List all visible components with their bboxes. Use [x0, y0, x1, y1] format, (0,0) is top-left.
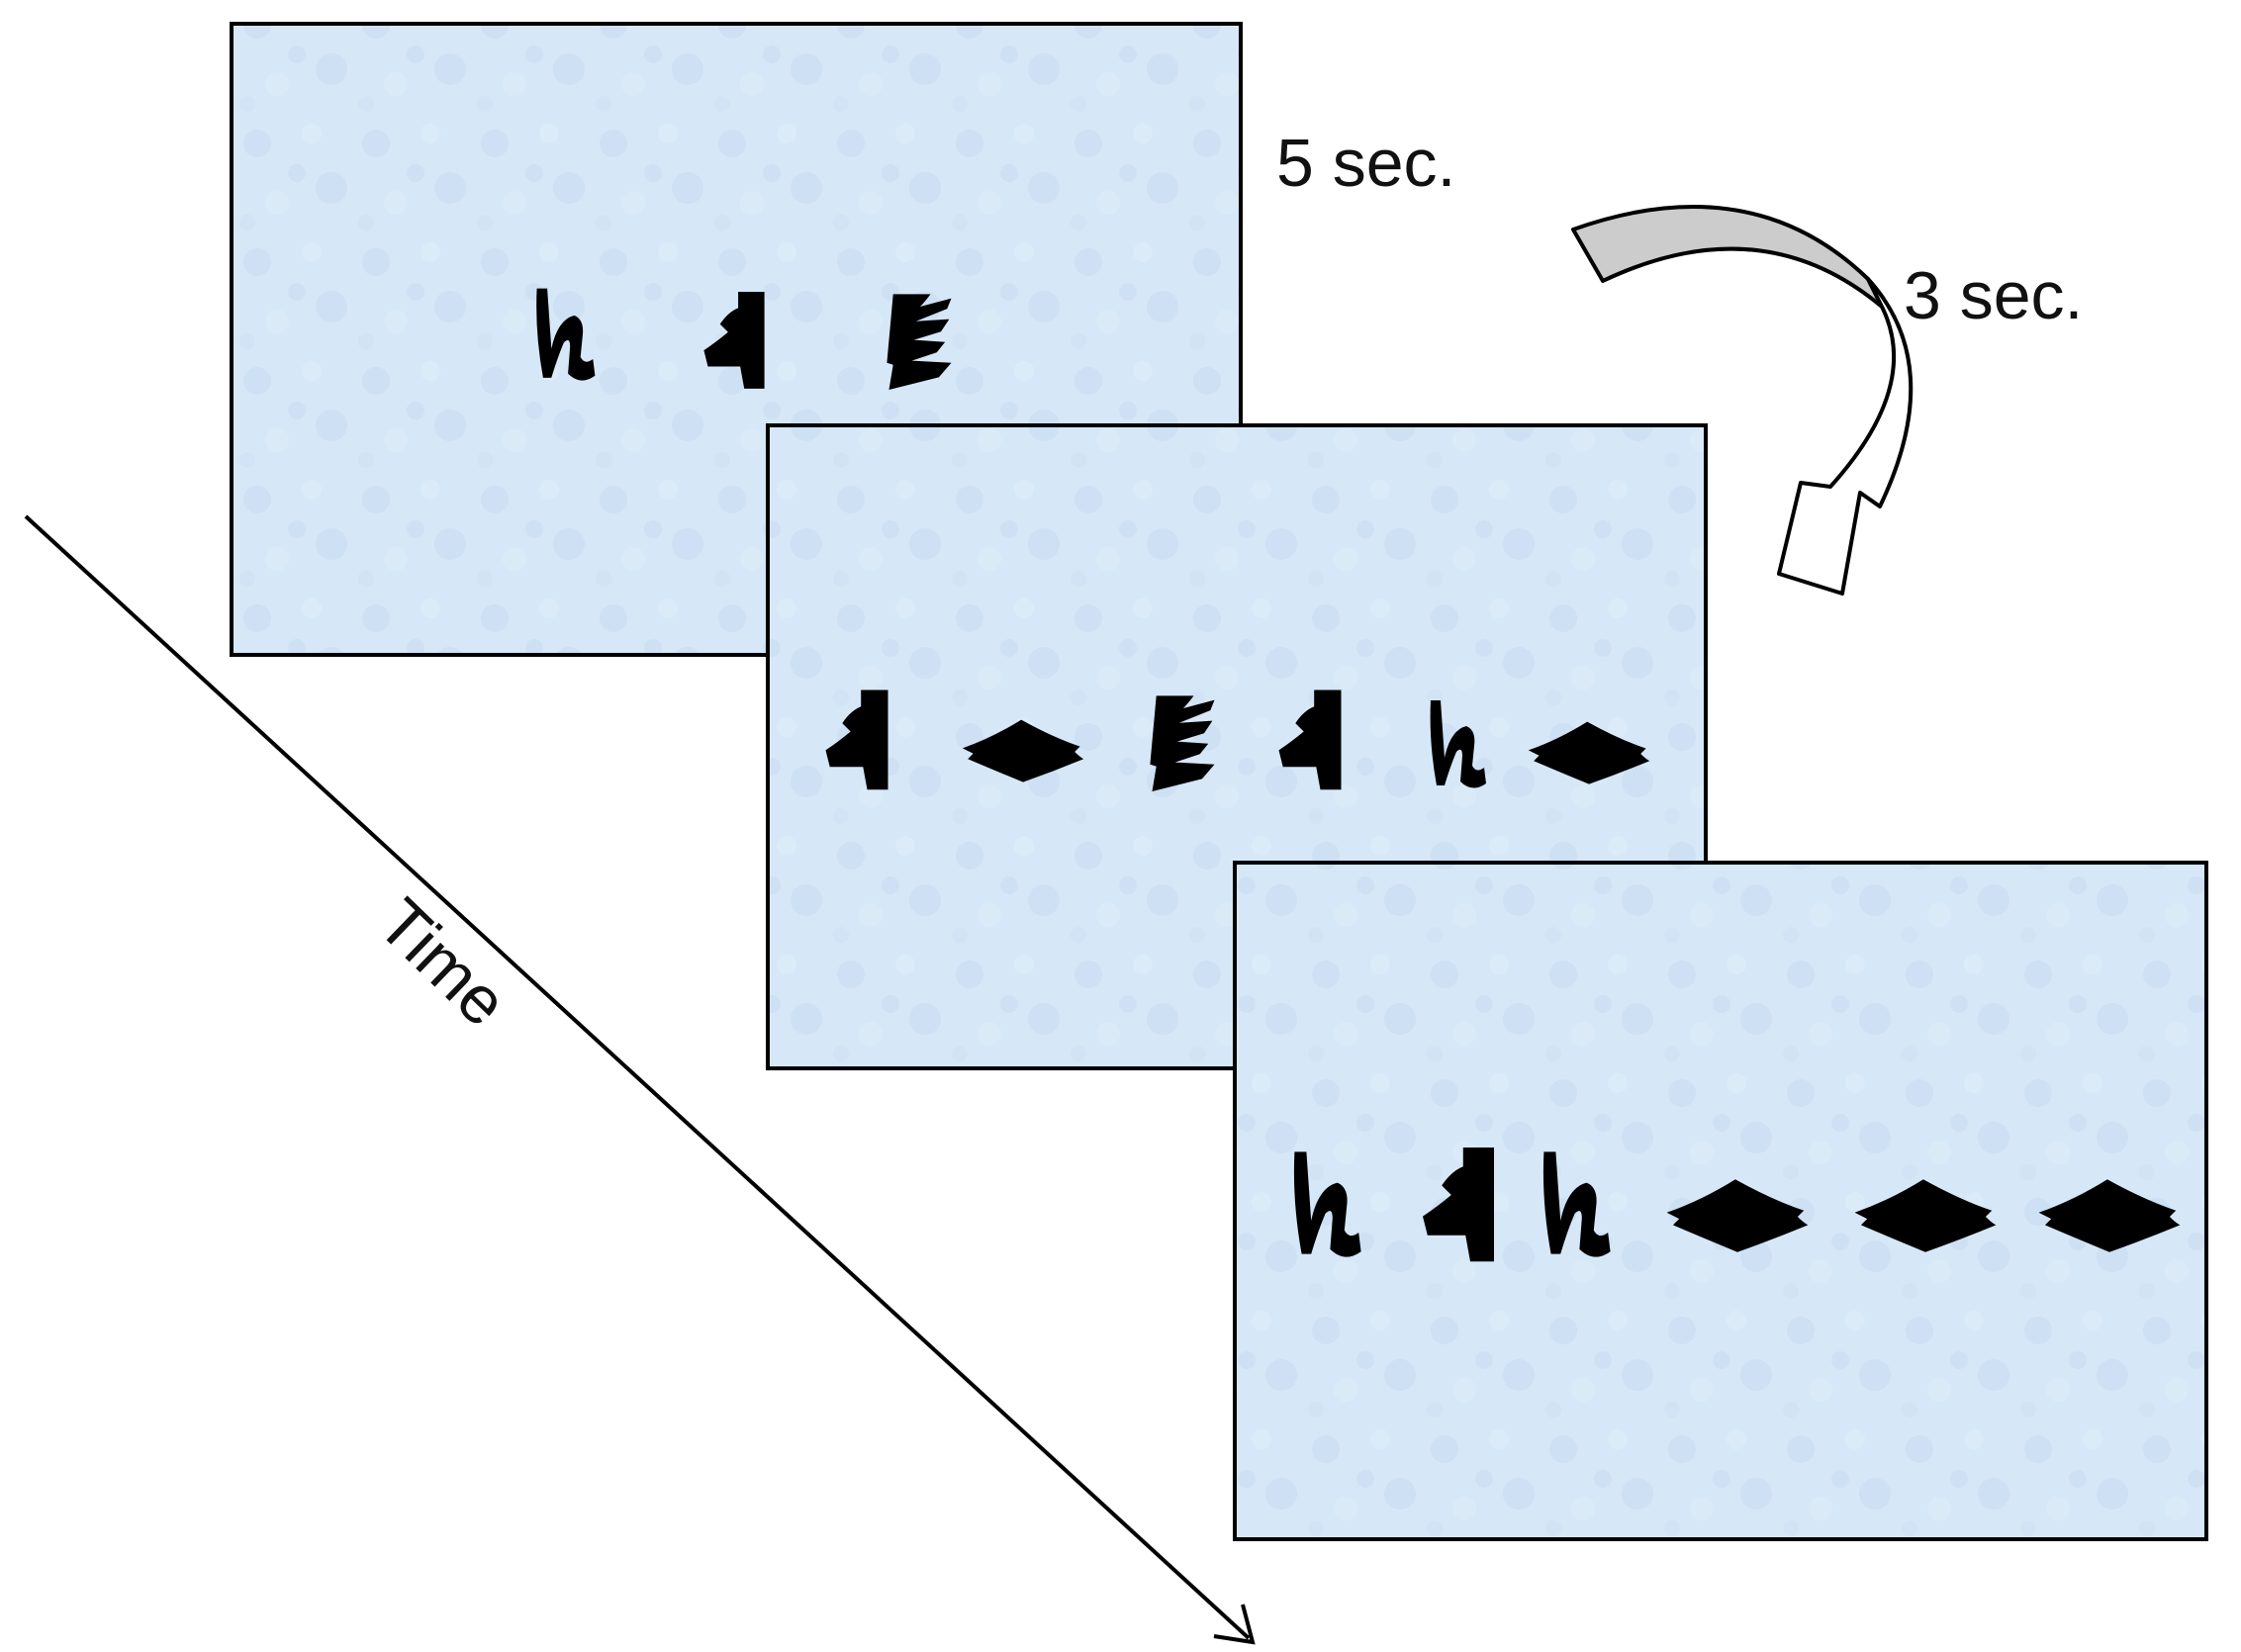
panel-test-b — [1233, 861, 2208, 1541]
transition-arrow-gray — [1571, 205, 1884, 309]
transition-arrow-white — [1777, 277, 1914, 596]
transition-arrow — [1571, 205, 1914, 596]
time-axis-label: Time — [364, 884, 522, 1041]
interval-duration-label: 3 sec. — [1904, 258, 2083, 333]
time-axis-line — [24, 514, 1251, 1640]
first-duration-label: 5 sec. — [1276, 126, 1455, 201]
time-axis-arrowhead — [1213, 1604, 1256, 1645]
